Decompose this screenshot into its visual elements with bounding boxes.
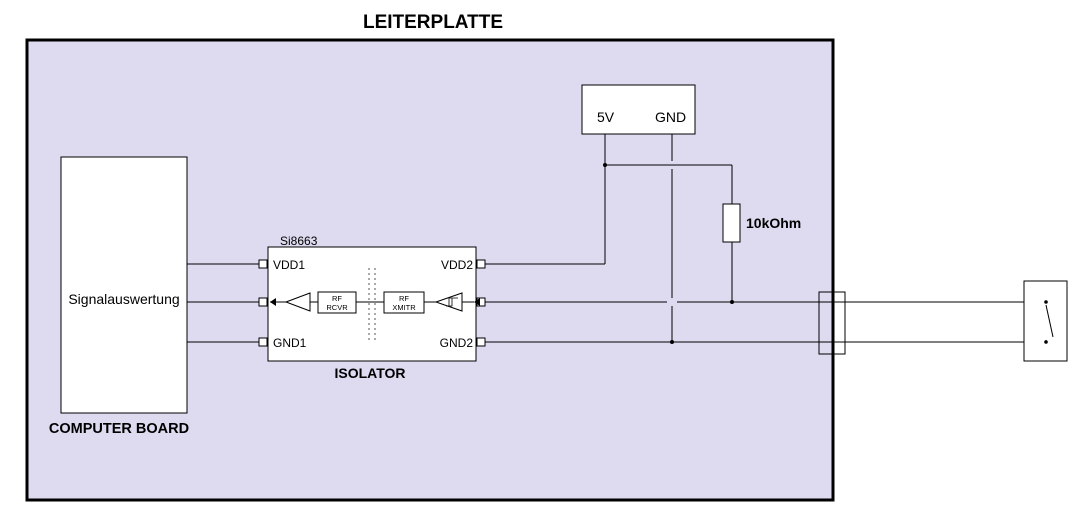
schmitt-trigger-icon	[446, 297, 458, 307]
pcb-title: LEITERPLATTE	[363, 12, 503, 33]
switch-terminal-top	[1044, 300, 1048, 304]
pin-vdd2	[476, 259, 486, 269]
pin-vdd2-label: VDD2	[441, 258, 473, 272]
pin-signal-left	[258, 297, 268, 307]
rf-receiver-line1: RF	[332, 294, 342, 303]
rf-transmitter-line2: XMITR	[392, 303, 416, 312]
resistor	[722, 203, 741, 243]
switch-box	[1023, 280, 1068, 362]
rf-receiver-line2: RCVR	[326, 303, 348, 312]
pin-gnd2-label: GND2	[440, 336, 474, 350]
switch-terminal-bottom	[1044, 340, 1048, 344]
computer-board-label: COMPUTER BOARD	[49, 421, 189, 437]
edge-connector	[818, 291, 846, 355]
pin-gnd1	[258, 337, 268, 347]
pin-gnd2	[476, 337, 486, 347]
resistor-label: 10kOhm	[746, 215, 801, 231]
left-arrow-marker	[270, 298, 276, 306]
junction-5v	[603, 163, 607, 167]
pin-vdd1-label: VDD1	[273, 258, 305, 272]
rf-receiver-block	[317, 291, 357, 314]
power-gnd-label: GND	[655, 109, 686, 125]
rf-transmitter-line1: RF	[399, 294, 409, 303]
receiver-buffer	[284, 292, 311, 312]
right-arrow-marker	[474, 298, 480, 306]
power-supply-box	[581, 84, 696, 135]
pin-gnd1-label: GND1	[273, 336, 307, 350]
computer-board	[60, 156, 188, 414]
isolator-part-number: Si8663	[280, 234, 318, 248]
computer-board-inner-label: Signalauswertung	[68, 291, 179, 307]
pin-vdd1	[258, 259, 268, 269]
power-5v-label: 5V	[597, 109, 615, 125]
switch-lever	[1045, 304, 1054, 338]
rf-transmitter-block	[383, 291, 425, 314]
isolator-label: ISOLATOR	[334, 365, 405, 381]
